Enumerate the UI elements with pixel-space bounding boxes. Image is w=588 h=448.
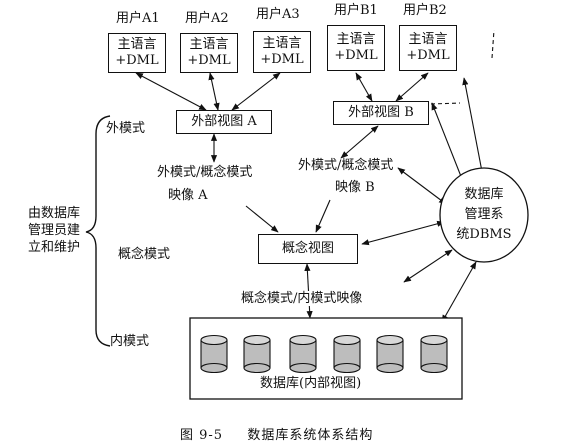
conceptual-view: 概念视图 (258, 234, 358, 264)
database-label: 数据库(内部视图) (260, 376, 362, 391)
user-a2-language: 主语言 (189, 37, 229, 52)
arrow-view-b-to-mapping-b (340, 125, 379, 159)
user-a2-dml: +DML (187, 53, 231, 68)
database-cylinder-4 (333, 334, 361, 374)
dash-dbms-top (491, 29, 495, 59)
arrow-a2-to-view-a (208, 72, 220, 111)
mapping-a-line-2: 映像 A (168, 188, 208, 203)
user-b2-label: 用户B2 (403, 3, 447, 18)
figure-number: 图 9-5 (180, 428, 224, 443)
arrow-dbms-to-users (462, 77, 486, 183)
arrow-mapping-b-to-conceptual (315, 199, 331, 233)
arrow-b1-to-view-b (355, 72, 373, 102)
user-a3-language: 主语言 (262, 36, 302, 51)
dbms-line-3: 统DBMS (456, 227, 512, 242)
level-external: 外模式 (106, 121, 146, 136)
arrow-dbms-to-database (441, 261, 477, 323)
user-b1-dml: +DML (334, 48, 378, 63)
level-internal: 内模式 (110, 334, 150, 349)
arrow-dbms-to-mapping-b (397, 167, 447, 205)
figure-title: 数据库系统体系结构 (247, 428, 374, 443)
dba-line-1: 由数据库 (28, 206, 81, 221)
user-a2-label: 用户A2 (185, 11, 229, 26)
database-cylinder-3 (289, 334, 317, 374)
user-b1-label: 用户B1 (334, 3, 378, 18)
database-cylinder-6 (420, 334, 448, 374)
database-container (189, 317, 463, 400)
mapping-b-line-1: 外模式/概念模式 (298, 158, 394, 173)
user-a1-dml: +DML (115, 53, 159, 68)
arrow-a1-to-view-a (135, 72, 207, 111)
user-b1-box: 主语言 +DML (327, 25, 385, 71)
dbms-label: 数据库 管理系 统DBMS (452, 185, 516, 245)
database-cylinder-2 (243, 334, 271, 374)
user-b2-box: 主语言 +DML (399, 25, 457, 71)
external-view-b: 外部视图 B (333, 101, 429, 125)
mapping-concept-internal: 概念模式/内模式映像 (241, 291, 363, 306)
database-cylinder-5 (376, 334, 404, 374)
arrow-b2-to-view-b (395, 72, 429, 102)
arrow-a3-to-view-a (231, 72, 281, 111)
arrow-dbms-to-mapping-ci (403, 249, 453, 283)
cylinders (200, 334, 448, 374)
database-cylinder-1 (200, 334, 228, 374)
external-view-a: 外部视图 A (176, 110, 272, 134)
user-b2-language: 主语言 (408, 32, 448, 47)
dba-text: 由数据库 管理员建 立和维护 (28, 205, 80, 256)
level-conceptual: 概念模式 (118, 247, 171, 262)
dbms-circle (439, 167, 529, 263)
dba-line-3: 立和维护 (28, 240, 81, 255)
arrow-mapping-a-to-conceptual (245, 205, 279, 233)
mapping-b-line-2: 映像 B (335, 180, 375, 195)
dbms-line-2: 管理系 (464, 207, 504, 222)
user-a3-label: 用户A3 (256, 7, 300, 22)
user-a3-dml: +DML (260, 52, 304, 67)
dba-line-2: 管理员建 (28, 223, 81, 238)
user-a1-box: 主语言 +DML (108, 33, 166, 73)
arrow-dbms-to-conceptual (361, 220, 445, 246)
user-a3-box: 主语言 +DML (253, 31, 311, 73)
dash-view-b (430, 102, 461, 105)
mapping-a-line-1: 外模式/概念模式 (157, 165, 253, 180)
dbms-line-1: 数据库 (464, 187, 504, 202)
user-a2-box: 主语言 +DML (180, 33, 238, 73)
user-a1-label: 用户A1 (116, 11, 160, 26)
user-a1-language: 主语言 (117, 37, 157, 52)
user-b1-language: 主语言 (336, 32, 376, 47)
figure-caption: 图 9-5 数据库系统体系结构 (180, 424, 373, 443)
left-brace (85, 115, 111, 347)
arrow-dbms-to-view-b-top (431, 102, 465, 185)
user-b2-dml: +DML (406, 48, 450, 63)
